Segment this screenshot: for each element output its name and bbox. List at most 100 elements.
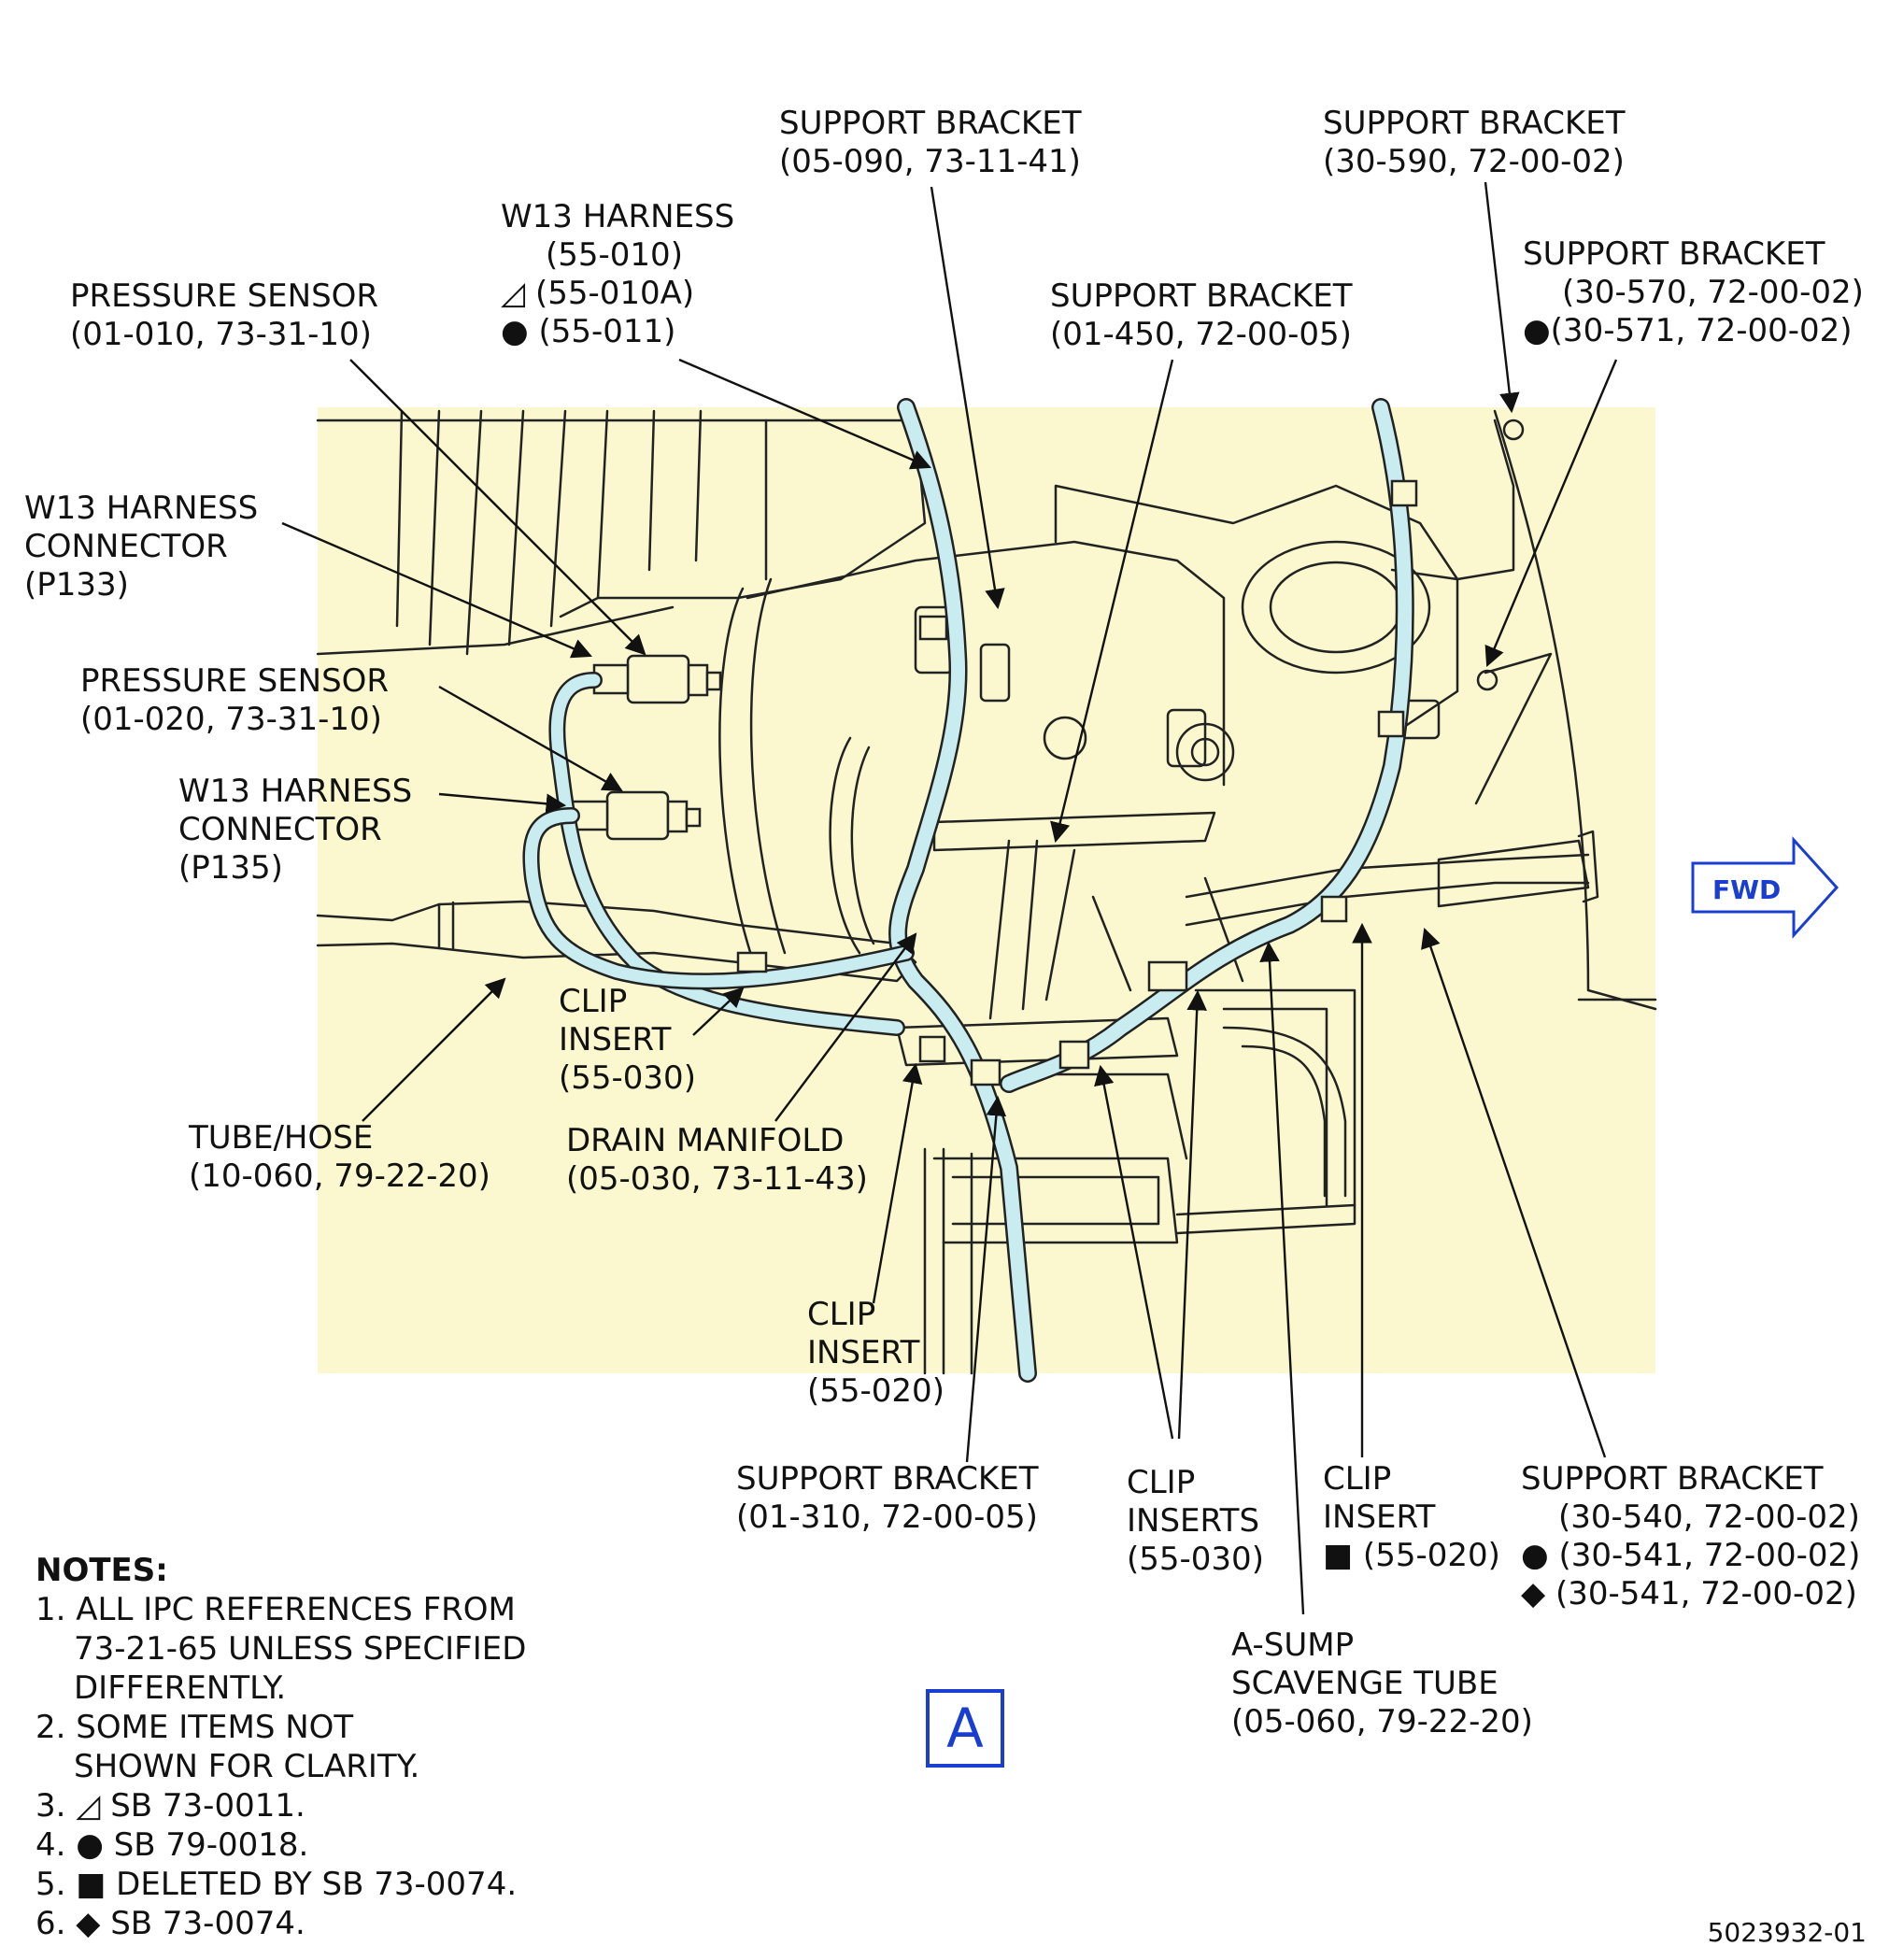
leader-clip-insert-55-030 xyxy=(692,987,745,1036)
leader-clip-inserts-b xyxy=(1177,989,1207,1440)
callout-line: (55-030) xyxy=(559,1059,696,1097)
leader-support-bracket-01-310 xyxy=(965,1095,1007,1463)
callout-support-bracket-30-540: SUPPORT BRACKET (30-540, 72-00-02) ● (30… xyxy=(1521,1460,1860,1613)
callout-line: CONNECTOR xyxy=(24,528,228,565)
callout-line: (55-030) xyxy=(1127,1541,1264,1578)
pressure-sensor-01-010-body xyxy=(626,654,690,704)
callout-line: SUPPORT BRACKET xyxy=(1050,277,1353,315)
callout-tube-hose: TUBE/HOSE (10-060, 79-22-20) xyxy=(189,1119,490,1196)
pressure-sensor-01-020-body xyxy=(605,790,670,841)
leader-clip-inserts-a xyxy=(1094,1064,1174,1440)
leader-support-bracket-30-570 xyxy=(1484,359,1618,667)
leader-clip-insert-55-020-left xyxy=(872,1062,923,1304)
fwd-arrow xyxy=(1691,836,1839,939)
callout-line: INSERT xyxy=(807,1334,920,1371)
callout-line: (05-030, 73-11-43) xyxy=(566,1160,868,1198)
fwd-label: FWD xyxy=(1712,874,1781,905)
callout-line: SCAVENGE TUBE xyxy=(1231,1665,1498,1702)
note-line: SHOWN FOR CLARITY. xyxy=(74,1748,420,1785)
callout-line: SUPPORT BRACKET xyxy=(1523,235,1825,273)
callout-support-bracket-05-090: SUPPORT BRACKET (05-090, 73-11-41) xyxy=(779,105,1081,181)
callout-support-bracket-01-450: SUPPORT BRACKET (01-450, 72-00-05) xyxy=(1050,277,1352,354)
callout-line: (30-570, 72-00-02) xyxy=(1562,274,1864,311)
callout-pressure-sensor-01-020: PRESSURE SENSOR (01-020, 73-31-10) xyxy=(80,662,389,739)
callout-line: SUPPORT BRACKET xyxy=(779,105,1082,142)
leader-pressure-sensor-01-020 xyxy=(438,685,623,792)
callout-line: ● (30-541, 72-00-02) xyxy=(1521,1537,1861,1574)
leader-support-bracket-05-090 xyxy=(930,186,1005,610)
note-line: 1. ALL IPC REFERENCES FROM xyxy=(36,1591,516,1628)
callout-line: A-SUMP xyxy=(1231,1626,1355,1664)
callout-line: CLIP xyxy=(559,983,628,1020)
leader-w13-connector-p133 xyxy=(281,521,592,659)
leader-w13-connector-p135 xyxy=(438,792,567,815)
callout-line: W13 HARNESS xyxy=(178,773,413,810)
note-line: DIFFERENTLY. xyxy=(74,1669,287,1707)
callout-line: SUPPORT BRACKET xyxy=(1323,105,1626,142)
callout-line: ◿ (55-010A) xyxy=(501,275,695,312)
callout-drain-manifold: DRAIN MANIFOLD (05-030, 73-11-43) xyxy=(566,1122,868,1199)
leader-drain-manifold xyxy=(774,932,917,1122)
callout-line: INSERTS xyxy=(1127,1502,1260,1540)
note-line: 5. ■ DELETED BY SB 73-0074. xyxy=(36,1866,518,1903)
callout-line: SUPPORT BRACKET xyxy=(1521,1460,1824,1498)
callout-line: ●(30-571, 72-00-02) xyxy=(1523,312,1853,349)
callout-pressure-sensor-01-010: PRESSURE SENSOR (01-010, 73-31-10) xyxy=(70,277,378,354)
notes-block: NOTES: 1. ALL IPC REFERENCES FROM 73-21-… xyxy=(36,1551,526,1943)
leader-support-bracket-30-540 xyxy=(1421,927,1607,1458)
callout-line: (01-020, 73-31-10) xyxy=(80,701,382,738)
note-line: 3. ◿ SB 73-0011. xyxy=(36,1787,305,1825)
callout-line: (55-020) xyxy=(807,1372,944,1410)
leader-support-bracket-01-450 xyxy=(1050,359,1174,844)
callout-support-bracket-30-570: SUPPORT BRACKET (30-570, 72-00-02) ●(30-… xyxy=(1523,235,1864,350)
callout-line: (05-090, 73-11-41) xyxy=(779,143,1081,180)
callout-line: TUBE/HOSE xyxy=(189,1119,374,1157)
view-label: A xyxy=(946,1697,984,1760)
callout-line: PRESSURE SENSOR xyxy=(80,662,390,700)
leader-pressure-sensor-01-010 xyxy=(349,359,646,656)
callout-line: DRAIN MANIFOLD xyxy=(566,1122,845,1159)
callout-clip-insert-55-020-right: CLIP INSERT ■ (55-020) xyxy=(1323,1460,1500,1575)
callout-line: ■ (55-020) xyxy=(1323,1537,1500,1574)
callout-clip-insert-55-030: CLIP INSERT (55-030) xyxy=(559,983,696,1098)
note-line: 73-21-65 UNLESS SPECIFIED xyxy=(74,1630,527,1668)
callout-line: INSERT xyxy=(559,1021,672,1058)
note-line: 6. ◆ SB 73-0074. xyxy=(36,1905,305,1942)
callout-support-bracket-30-590: SUPPORT BRACKET (30-590, 72-00-02) xyxy=(1323,105,1625,181)
callout-line: SUPPORT BRACKET xyxy=(736,1460,1039,1498)
callout-w13-harness: W13 HARNESS (55-010) ◿ (55-010A) ● (55-0… xyxy=(501,198,734,351)
callout-line: PRESSURE SENSOR xyxy=(70,277,379,315)
callout-support-bracket-01-310: SUPPORT BRACKET (01-310, 72-00-05) xyxy=(736,1460,1038,1537)
callout-w13-connector-p135: W13 HARNESS CONNECTOR (P135) xyxy=(178,773,412,888)
callout-clip-inserts-55-030: CLIP INSERTS (55-030) xyxy=(1127,1464,1264,1579)
callout-line: (05-060, 79-22-20) xyxy=(1231,1703,1533,1740)
callout-line: (01-010, 73-31-10) xyxy=(70,316,372,353)
callout-line: (01-310, 72-00-05) xyxy=(736,1498,1038,1536)
callout-line: INSERT xyxy=(1323,1498,1436,1536)
callout-line: (55-010) xyxy=(546,236,683,274)
callout-line: CLIP xyxy=(807,1296,876,1333)
callout-line: (01-450, 72-00-05) xyxy=(1050,316,1352,353)
leader-support-bracket-30-590 xyxy=(1484,181,1520,414)
callout-line: W13 HARNESS xyxy=(24,490,259,527)
note-line: 4. ● SB 79-0018. xyxy=(36,1826,309,1864)
note-line: 2. SOME ITEMS NOT xyxy=(36,1709,354,1746)
callout-line: (10-060, 79-22-20) xyxy=(189,1158,490,1195)
callout-clip-insert-55-020-left: CLIP INSERT (55-020) xyxy=(807,1296,944,1411)
callout-line: ● (55-011) xyxy=(501,313,676,350)
callout-line: ◆ (30-541, 72-00-02) xyxy=(1521,1575,1857,1612)
callout-line: (30-540, 72-00-02) xyxy=(1558,1498,1860,1536)
callout-line: CONNECTOR xyxy=(178,811,382,848)
leader-w13-harness xyxy=(678,358,931,470)
callout-a-sump-scavenge-tube: A-SUMP SCAVENGE TUBE (05-060, 79-22-20) xyxy=(1231,1626,1533,1741)
view-label-box: A xyxy=(926,1689,1004,1768)
notes-heading: NOTES: xyxy=(36,1552,168,1589)
callout-line: CLIP xyxy=(1127,1464,1196,1501)
callout-line: (30-590, 72-00-02) xyxy=(1323,143,1625,180)
leader-a-sump-scavenge-tube xyxy=(1259,941,1305,1615)
callout-line: (P135) xyxy=(178,849,283,887)
callout-line: (P133) xyxy=(24,566,129,604)
callout-line: W13 HARNESS xyxy=(501,198,735,235)
